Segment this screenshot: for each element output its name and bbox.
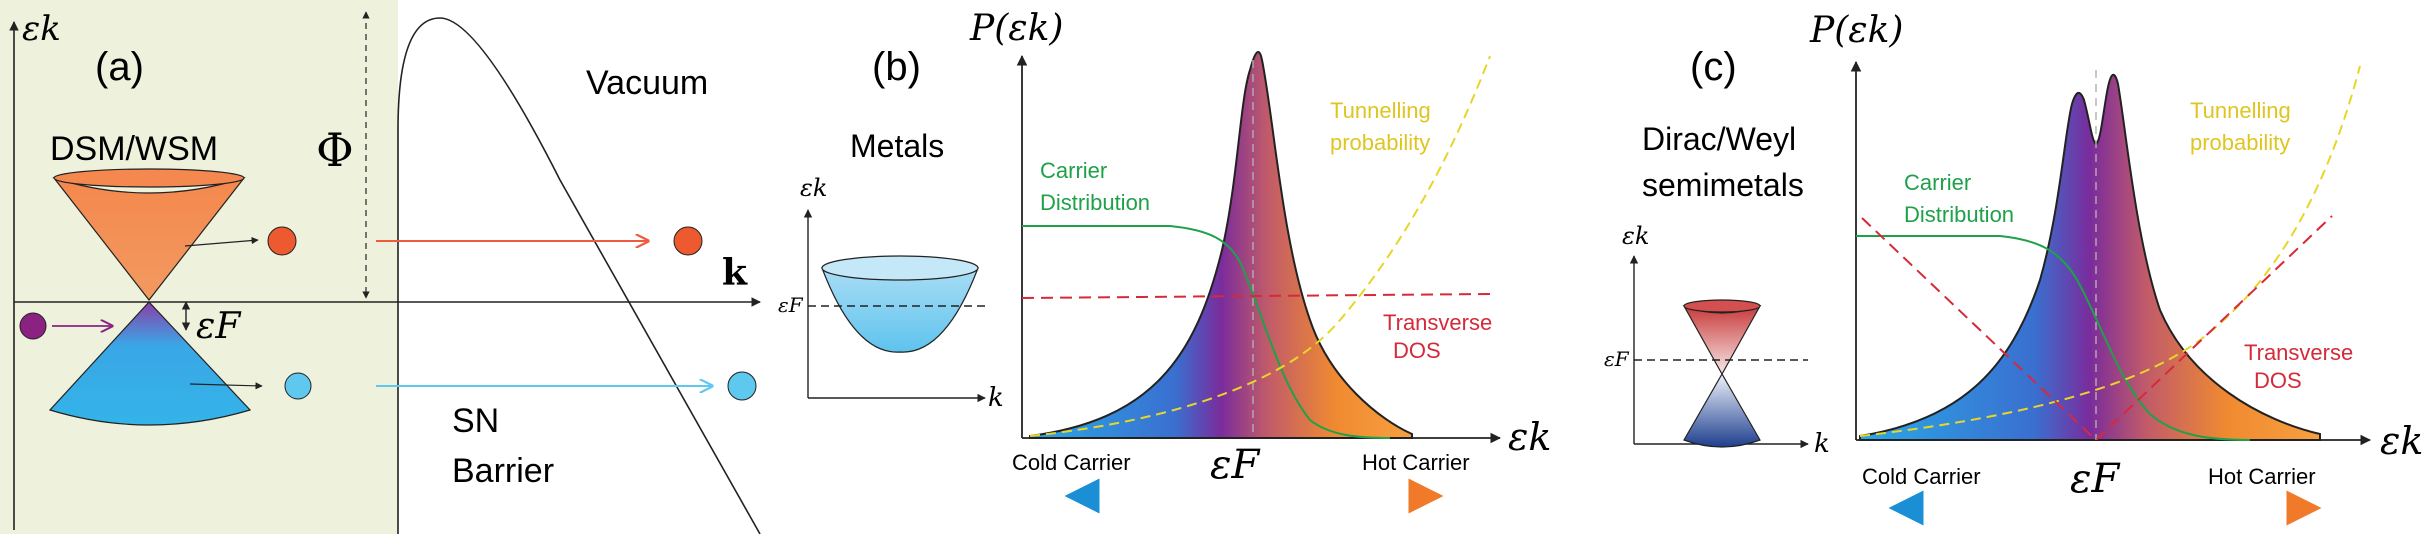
upper-cone-arrow bbox=[184, 236, 259, 247]
panel-b-dos-label-2: DOS bbox=[1393, 338, 1441, 363]
panel-a-fermi: εF bbox=[196, 306, 242, 347]
panel-c-carrier-label-2: Distribution bbox=[1904, 202, 2014, 227]
panel-a-label: (a) bbox=[95, 45, 144, 89]
panel-c-cold-label: Cold Carrier bbox=[1862, 464, 1981, 489]
inset-b-k-label: k bbox=[988, 383, 1004, 413]
inset-b-energy-label: εk bbox=[800, 174, 827, 202]
work-function-label: Φ bbox=[316, 123, 354, 177]
dirac-lower-cone bbox=[1683, 372, 1761, 448]
panel-b-y-label: P(εk) bbox=[969, 8, 1063, 49]
electron-purple bbox=[19, 312, 47, 340]
inset-c-energy-label: εk bbox=[1622, 222, 1649, 250]
panel-c-fermi-label: εF bbox=[2070, 456, 2120, 502]
panel-c-x-label: εk bbox=[2380, 419, 2423, 463]
panel-b-material: Metals bbox=[850, 128, 944, 164]
panel-b-distribution bbox=[1029, 51, 1413, 439]
panel-a-k-label: k bbox=[722, 252, 748, 294]
electron-cold-out bbox=[727, 371, 757, 401]
panel-c-distribution bbox=[1859, 73, 2321, 441]
panel-a-material: DSM/WSM bbox=[50, 130, 218, 168]
panel-a-energy-label: εk bbox=[22, 9, 61, 49]
panel-b-dos-label-1: Transverse bbox=[1383, 310, 1492, 335]
panel-b-tunnel-label-2: probability bbox=[1330, 130, 1430, 155]
inset-b-fermi-label: εF bbox=[778, 293, 804, 317]
panel-c: (c) Dirac/Weyl semimetals εk k εF P(εk) … bbox=[1604, 10, 2423, 526]
panel-c-dos-label-1: Transverse bbox=[2244, 340, 2353, 365]
lower-cone bbox=[48, 301, 252, 426]
vacuum-label: Vacuum bbox=[586, 64, 708, 102]
panel-c-tunnel-label-2: probability bbox=[2190, 130, 2290, 155]
panel-b-cold-label: Cold Carrier bbox=[1012, 450, 1131, 475]
panel-c-material-1: Dirac/Weyl bbox=[1642, 121, 1796, 157]
panel-c-material-2: semimetals bbox=[1642, 167, 1804, 203]
barrier-curve bbox=[397, 17, 761, 534]
panel-b-x-label: εk bbox=[1508, 415, 1551, 459]
panel-b-fermi-label: εF bbox=[1210, 442, 1260, 488]
metal-band-bowl bbox=[821, 267, 979, 353]
metal-band-rim bbox=[821, 255, 979, 281]
panel-a-background bbox=[0, 0, 398, 534]
electron-hot-a bbox=[267, 226, 297, 256]
panel-c-tunnel-label-1: Tunnelling bbox=[2190, 98, 2291, 123]
panel-c-label: (c) bbox=[1690, 45, 1737, 89]
panel-c-y-label: P(εk) bbox=[1809, 10, 1903, 51]
inset-c-k-label: k bbox=[1814, 429, 1830, 459]
panel-b-inset: εk k εF bbox=[778, 174, 1004, 413]
upper-cone-rim bbox=[53, 168, 245, 188]
panel-c-inset: εk k εF bbox=[1604, 222, 1830, 459]
panel-b-carrier-curve bbox=[1022, 225, 1391, 439]
panel-b-tunnel-curve bbox=[1029, 55, 1491, 437]
panel-b-carrier-label-2: Distribution bbox=[1040, 190, 1150, 215]
panel-a: εk k (a) DSM/WSM εF Φ Vacuum SN Barrier bbox=[0, 0, 761, 534]
panel-b-dos-line bbox=[1021, 293, 1491, 299]
barrier-label-1: SN bbox=[452, 402, 499, 440]
electron-hot-out bbox=[673, 226, 703, 256]
panel-c-carrier-label-1: Carrier bbox=[1904, 170, 1971, 195]
dirac-upper-cone bbox=[1682, 304, 1762, 376]
panel-c-dos-curve bbox=[1861, 215, 2333, 442]
electron-cold-a bbox=[284, 372, 312, 400]
panel-c-carrier-curve bbox=[1856, 235, 2251, 441]
lower-cone-arrow bbox=[189, 382, 263, 390]
panel-b-tunnel-label-1: Tunnelling bbox=[1330, 98, 1431, 123]
panel-b-hot-label: Hot Carrier bbox=[1362, 450, 1470, 475]
panel-c-hot-label: Hot Carrier bbox=[2208, 464, 2316, 489]
panel-b: (b) Metals εk k εF P(εk) εk Carrier Dist… bbox=[778, 8, 1551, 514]
panel-b-label: (b) bbox=[872, 45, 921, 89]
inset-c-fermi-label: εF bbox=[1604, 347, 1630, 371]
panel-c-dos-label-2: DOS bbox=[2254, 368, 2302, 393]
panel-b-carrier-label-1: Carrier bbox=[1040, 158, 1107, 183]
barrier-label-2: Barrier bbox=[452, 452, 554, 490]
dirac-upper-rim bbox=[1683, 299, 1761, 313]
